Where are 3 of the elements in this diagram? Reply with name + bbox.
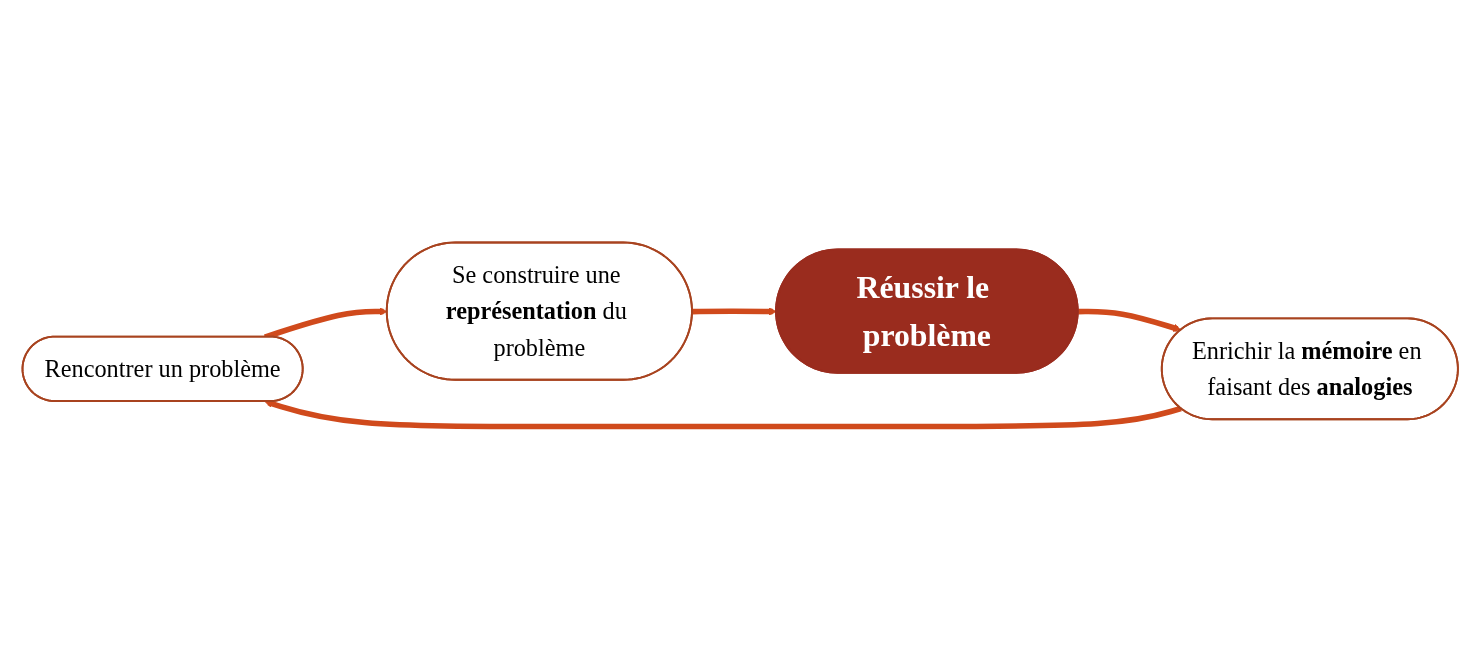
arrow [692,307,777,316]
arrow [1077,308,1182,332]
arrow [264,399,1182,430]
